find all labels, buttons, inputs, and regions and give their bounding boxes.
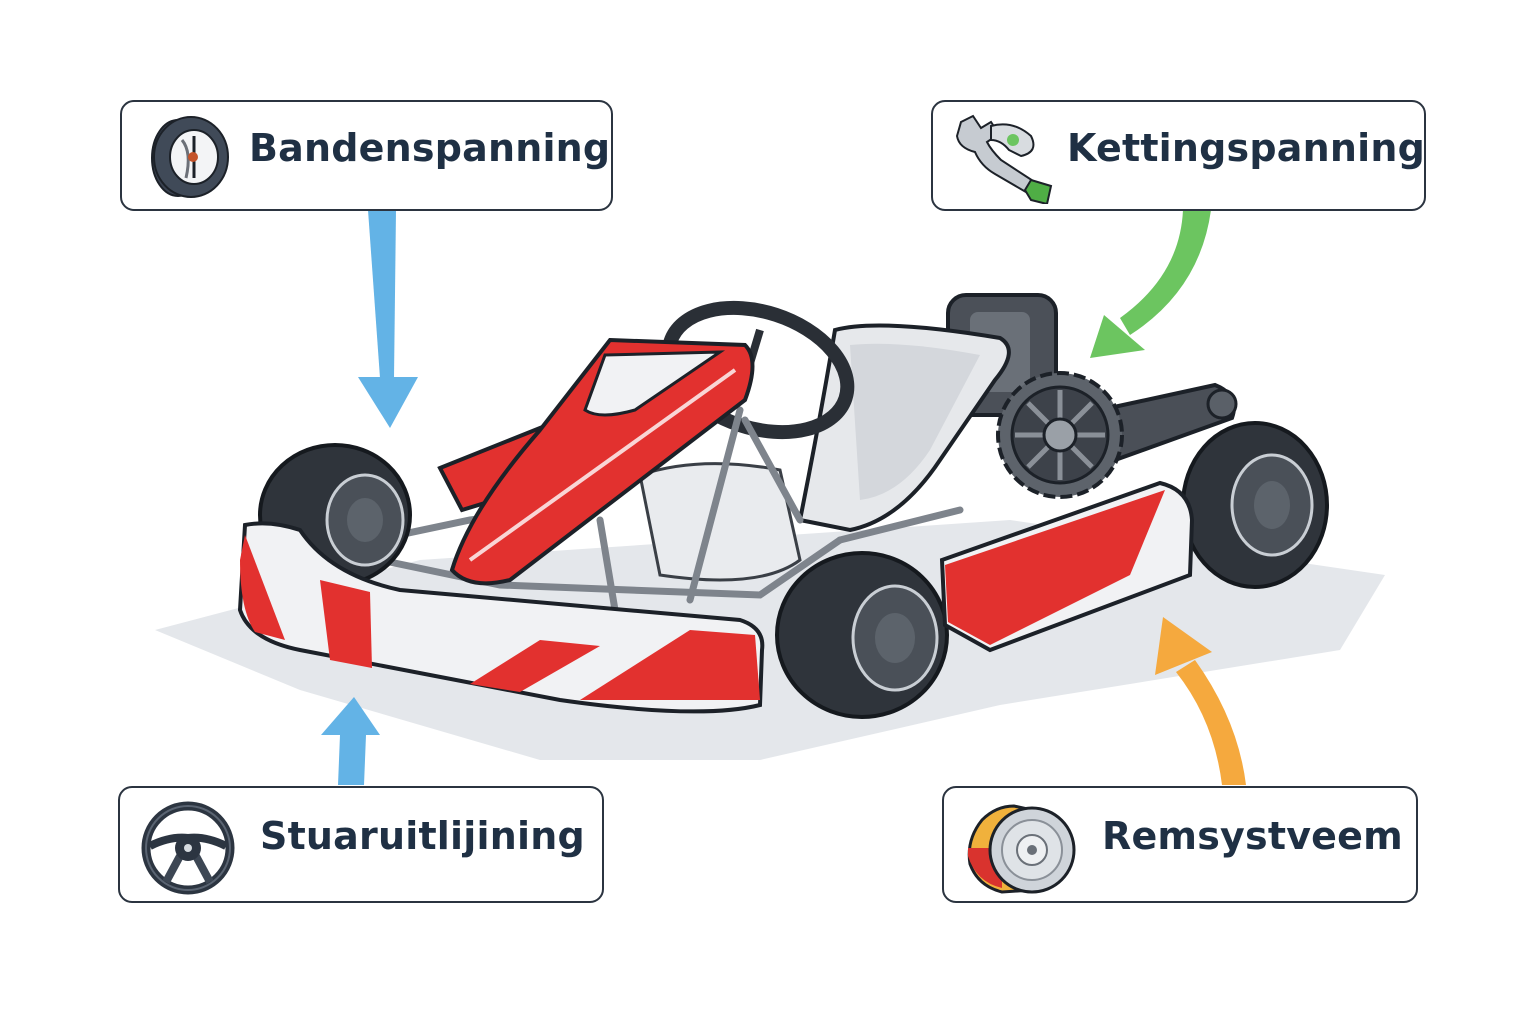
- right-side-pod: [939, 480, 1195, 653]
- chain-sprocket: [996, 371, 1124, 499]
- label-text: Remsystveem: [1102, 814, 1403, 858]
- front-bumper: [237, 521, 765, 714]
- label-text: Stuaruitlijining: [260, 814, 585, 858]
- brake-disc-icon: [967, 804, 1076, 894]
- fuel-tank: [638, 462, 802, 582]
- label-chain-tension: Kettingspanning: [931, 100, 1426, 211]
- rear-right-wheel: [1181, 421, 1329, 589]
- label-text: Bandenspanning: [249, 126, 611, 170]
- tire-pressure-gauge-icon: [151, 116, 229, 198]
- nose-panel: [449, 337, 755, 586]
- front-right-wheel: [775, 551, 949, 719]
- label-tire-pressure: Bandenspanning: [120, 100, 613, 211]
- wrench-icon: [955, 114, 1053, 204]
- label-text: Kettingspanning: [1067, 126, 1426, 170]
- steering-wheel-icon: [141, 801, 235, 895]
- label-steering-alignment: Stuaruitlijining: [118, 786, 604, 903]
- label-brake-system: Remsystveem: [942, 786, 1418, 903]
